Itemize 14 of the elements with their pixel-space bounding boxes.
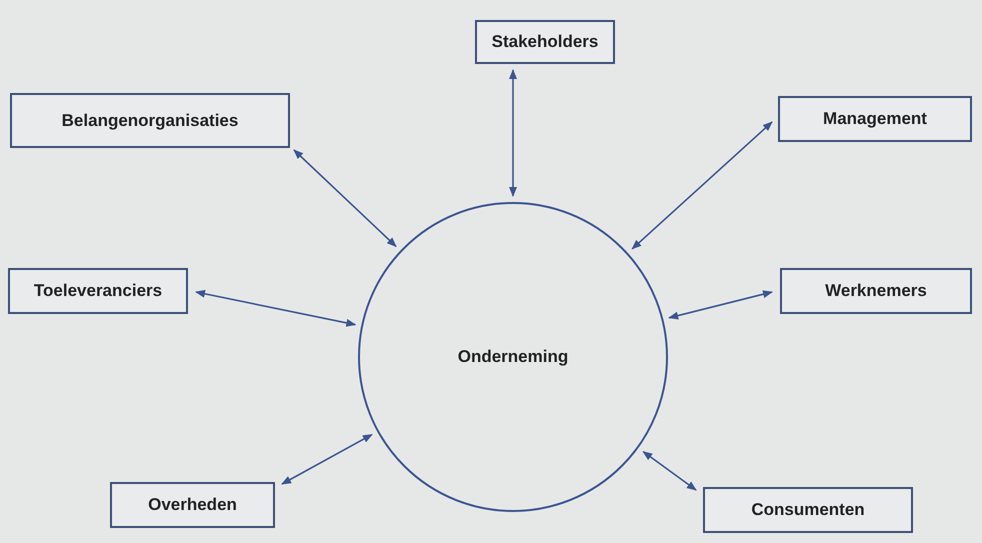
- stakeholder-box: Management: [778, 96, 972, 142]
- double-arrow: [195, 290, 356, 327]
- stakeholder-box: Stakeholders: [475, 20, 615, 64]
- double-arrow: [632, 121, 773, 250]
- stakeholder-box: Consumenten: [703, 487, 913, 533]
- double-arrow: [668, 290, 773, 320]
- double-arrow: [642, 451, 697, 491]
- stakeholder-box: Toeleveranciers: [8, 268, 188, 314]
- stakeholder-box: Werknemers: [780, 268, 972, 314]
- double-arrow: [281, 434, 373, 485]
- stakeholder-box: Overheden: [110, 482, 275, 528]
- stakeholder-box: Belangenorganisaties: [10, 93, 290, 148]
- double-arrow: [509, 69, 517, 197]
- double-arrow: [293, 149, 397, 248]
